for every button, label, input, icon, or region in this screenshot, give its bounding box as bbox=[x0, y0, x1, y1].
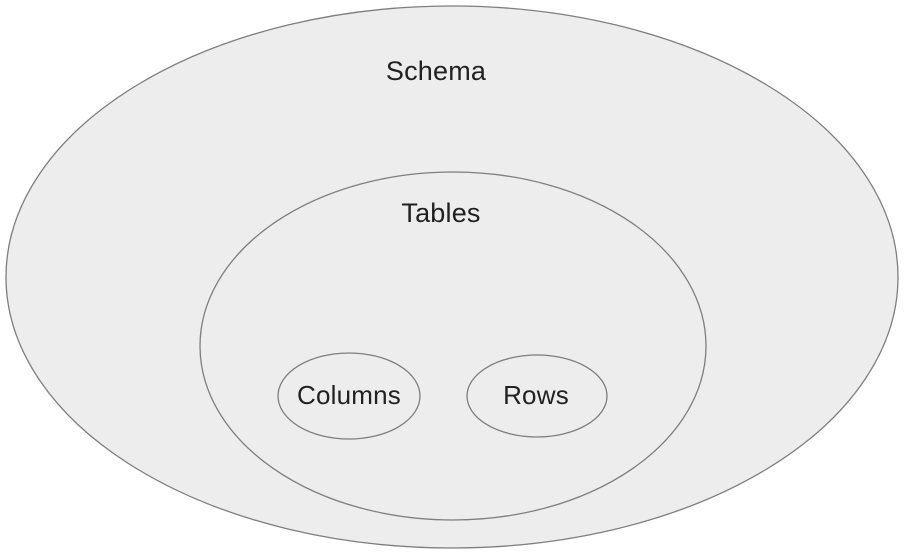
rows-ellipse bbox=[466, 354, 608, 438]
columns-label: Columns bbox=[297, 380, 401, 410]
tables-label: Tables bbox=[401, 198, 480, 228]
rows-label: Rows bbox=[503, 380, 569, 410]
schema-label: Schema bbox=[386, 56, 487, 86]
columns-ellipse bbox=[277, 352, 421, 440]
